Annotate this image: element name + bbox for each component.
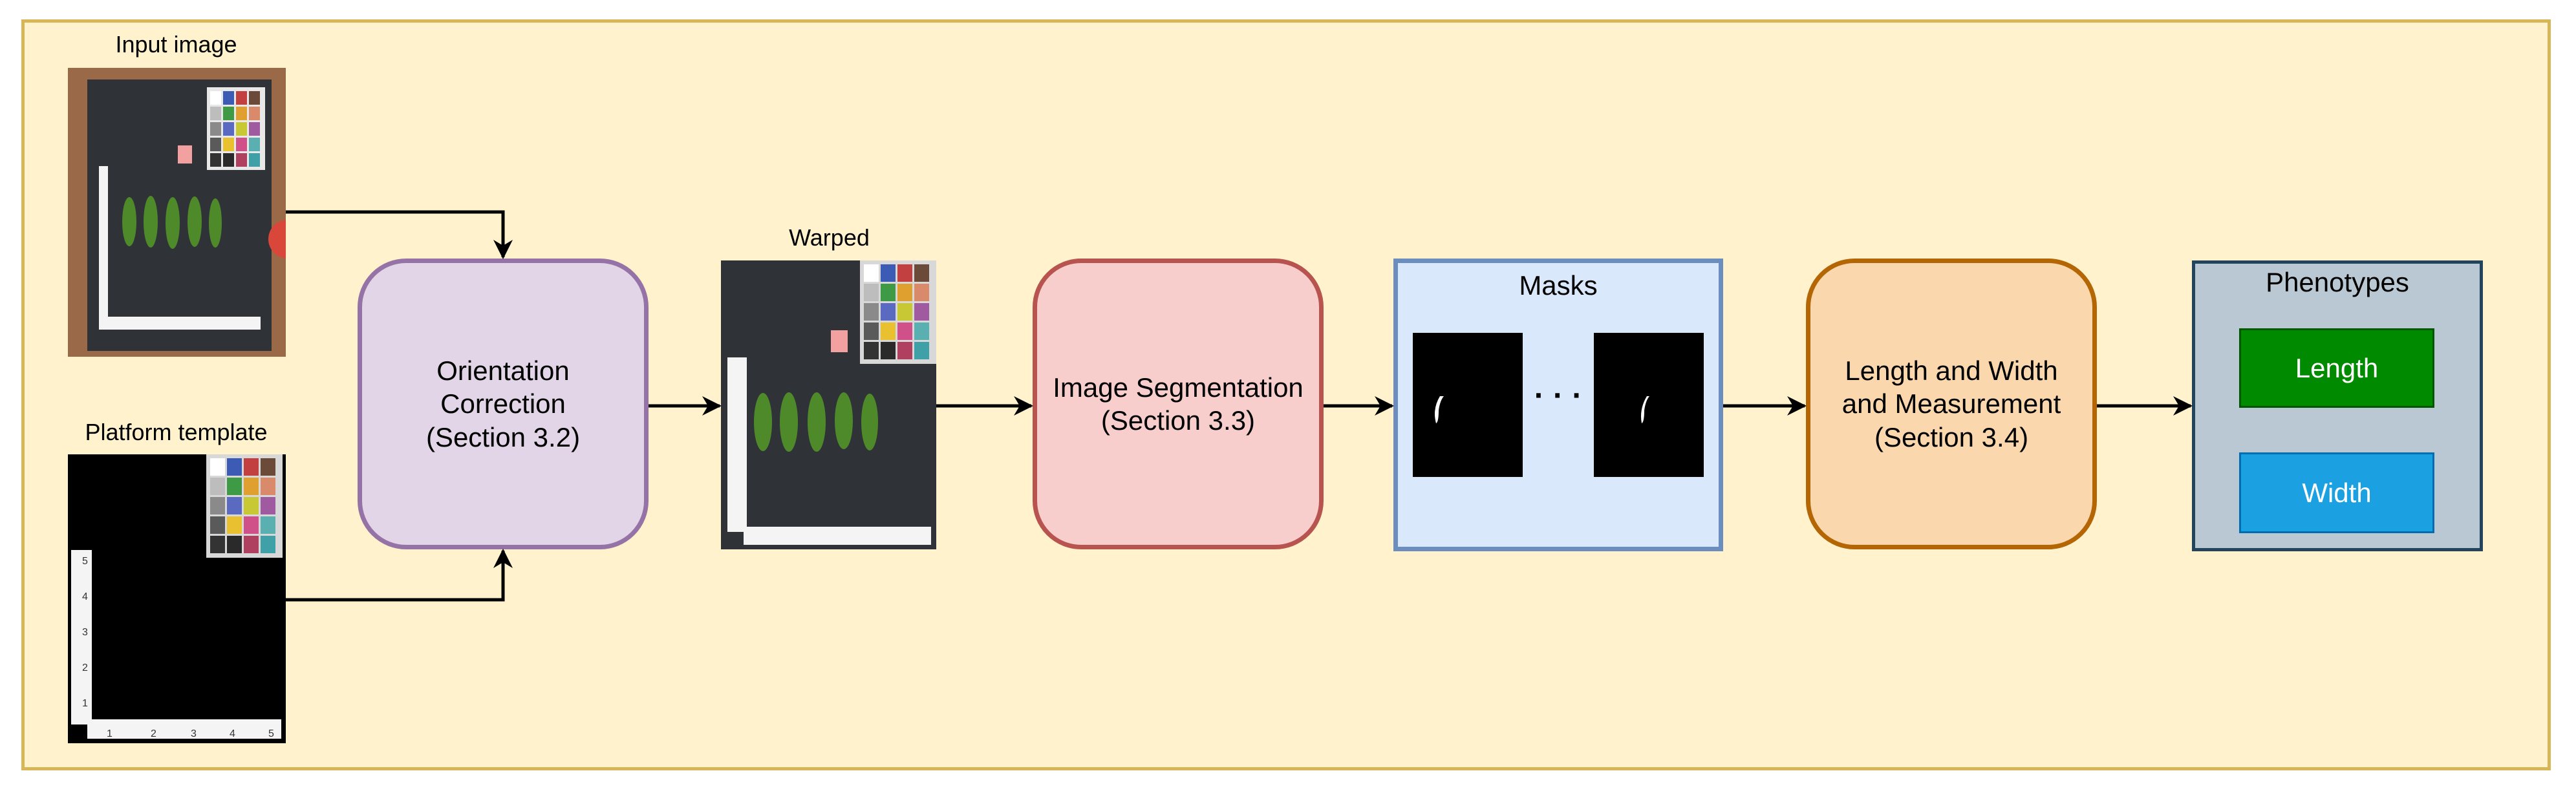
warped-photo [721, 260, 936, 549]
masks-ellipsis: · · · [1534, 379, 1583, 413]
arrow-input-to-orientation [286, 210, 513, 259]
svg-text:3: 3 [191, 728, 197, 739]
measurement-box: Length and Width and Measurement (Sectio… [1806, 259, 2097, 549]
mask-image-1 [1413, 333, 1523, 477]
svg-text:2: 2 [151, 728, 156, 739]
platform-template-label: Platform template [85, 419, 268, 445]
svg-text:5: 5 [82, 556, 88, 567]
svg-text:2: 2 [82, 662, 88, 673]
orientation-correction-box: Orientation Correction (Section 3.2) [358, 259, 649, 549]
arrow-template-to-orientation [286, 549, 513, 602]
width-box: Width [2239, 452, 2434, 533]
warped-label: Warped [789, 224, 870, 251]
image-segmentation-box: Image Segmentation (Section 3.3) [1033, 259, 1324, 549]
svg-text:4: 4 [230, 728, 235, 739]
mask-image-2 [1594, 333, 1704, 477]
svg-text:1: 1 [107, 728, 113, 739]
masks-title: Masks [1519, 270, 1598, 301]
svg-text:5: 5 [268, 728, 274, 739]
svg-text:1: 1 [82, 698, 88, 709]
platform-template-photo: 1 2 3 4 5 5 4 3 2 1 [68, 454, 286, 743]
input-image-label: Input image [115, 31, 237, 58]
input-image-photo [68, 68, 286, 357]
svg-text:4: 4 [82, 591, 88, 602]
length-box: Length [2239, 328, 2434, 408]
phenotypes-title: Phenotypes [2266, 267, 2409, 297]
svg-text:3: 3 [82, 627, 88, 638]
